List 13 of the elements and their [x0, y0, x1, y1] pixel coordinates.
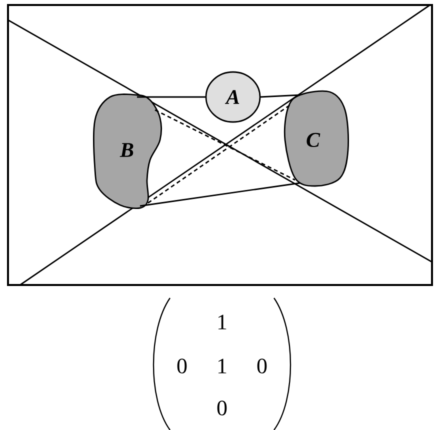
line — [148, 104, 290, 204]
matrix-entry: 0 — [257, 358, 267, 374]
matrix-entry: 1 — [218, 358, 226, 374]
line — [260, 94, 300, 98]
matrix-entry: 1 — [218, 314, 226, 330]
line — [154, 109, 296, 181]
matrix-entry: 0 — [177, 358, 187, 374]
blob: A — [205, 71, 261, 123]
blob: B — [92, 94, 162, 209]
matrix-entry: 0 — [217, 400, 227, 416]
line — [137, 96, 206, 98]
blob: C — [284, 90, 349, 187]
line — [140, 182, 300, 207]
